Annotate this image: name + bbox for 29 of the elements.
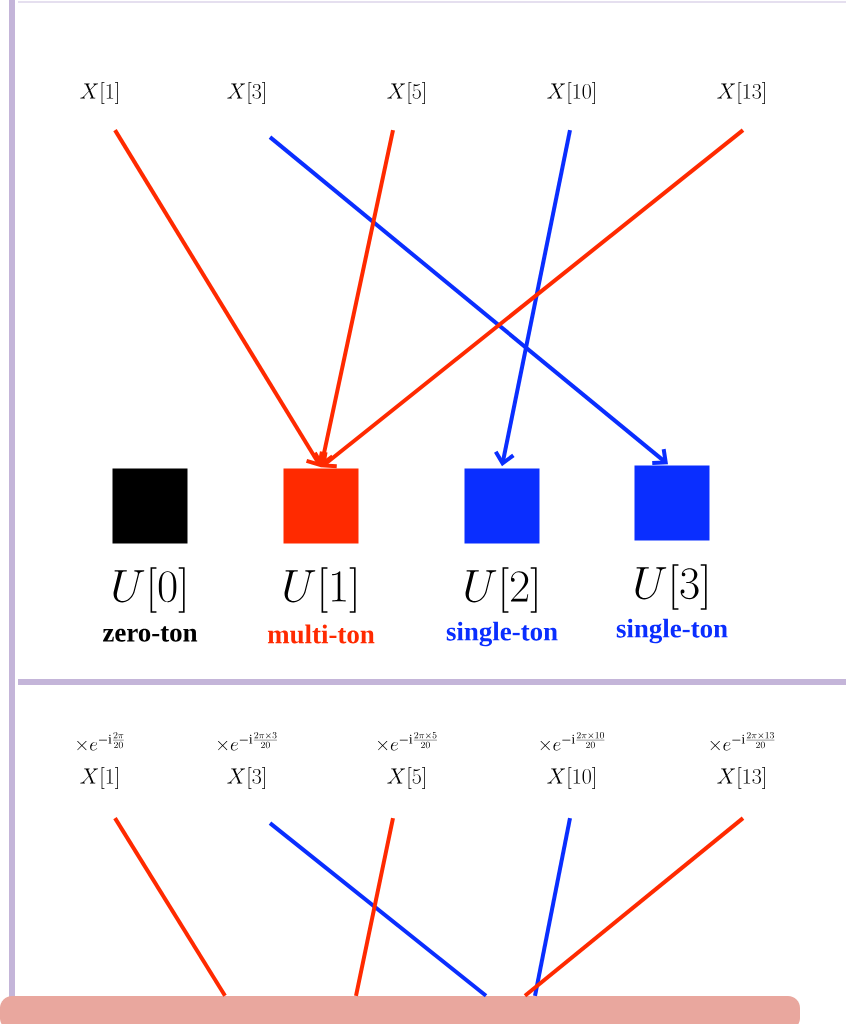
phase-factor: $\times e^{-\mathrm{i}\frac{2\pi\times 10}{20}}$ [540,731,605,751]
node-label: $X[1]$ [80,82,118,104]
node-label: $X[1]$ [80,767,118,789]
arrow [113,129,324,468]
node-label: $X[10]$ [547,82,595,104]
node-label: $X[13]$ [717,767,765,789]
node-label: $U[2]$ [465,567,537,613]
phase-factor: $\times e^{-\mathrm{i}\frac{2\pi\times 3}{20}}$ [218,731,277,751]
phase-factor: $\times e^{-\mathrm{i}\frac{2\pi\times 5}{20}}$ [378,731,437,751]
node-label: $U[0]$ [113,567,185,613]
node-label: $X[10]$ [547,767,595,789]
phase-factor: $\times e^{-\mathrm{i}\frac{2\pi}{20}}$ [77,731,124,751]
status-label: single-ton [446,621,558,647]
node-label: $U[3]$ [635,564,707,610]
arrow [321,128,745,469]
node-label: $X[3]$ [227,82,265,104]
phase-factor: $\times e^{-\mathrm{i}\frac{2\pi\times 13}{20}}$ [710,731,775,751]
node-label: $X[5]$ [387,767,425,789]
node-label: $U[1]$ [284,567,356,613]
arrow [268,135,668,465]
status-label: single-ton [616,618,728,644]
arrow [313,129,395,468]
status-label: zero-ton [103,626,198,642]
node-label: $X[5]$ [387,82,425,104]
status-label: multi-ton [267,624,375,644]
node-label: $X[13]$ [717,82,765,104]
arrow [494,129,572,467]
node-label: $X[3]$ [227,767,265,789]
highlight-band [0,996,800,1024]
